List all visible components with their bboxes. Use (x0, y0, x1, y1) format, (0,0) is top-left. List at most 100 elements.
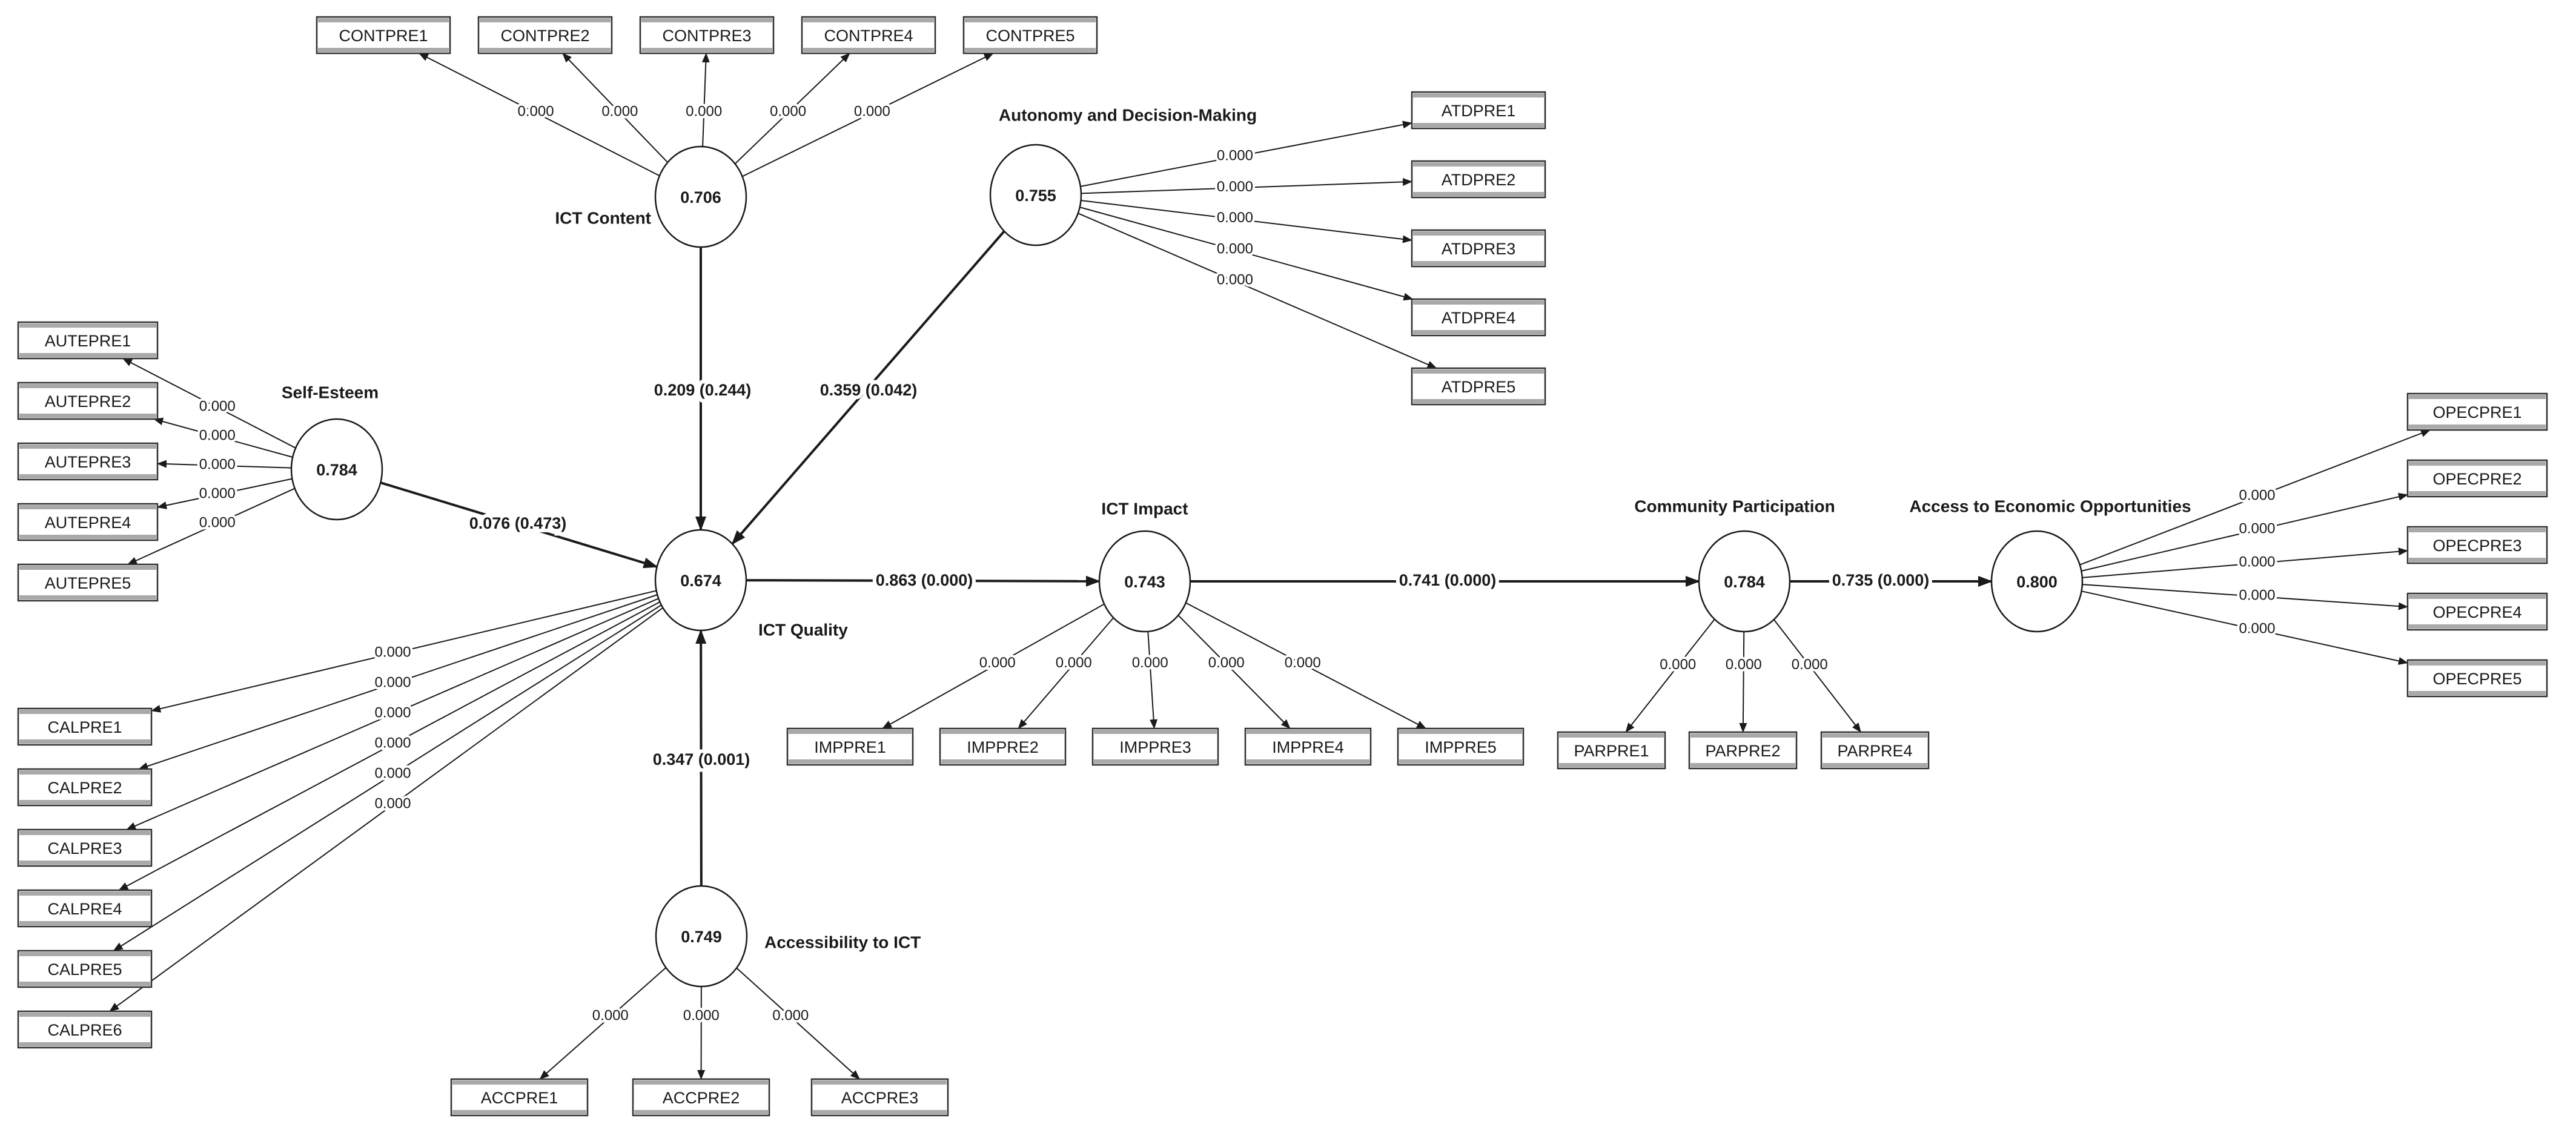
labels-layer: 0.000 0.000 0.000 0.000 0.000 0.000 0.000 0.000… (197, 101, 2278, 1026)
indicator-box-bevel-bottom (1413, 261, 1544, 265)
indicator-label: CONTPRE4 (824, 27, 913, 45)
indicator-box-bevel-top (2409, 528, 2546, 532)
loading-label-ACCPRE1: 0.000 (592, 1008, 629, 1024)
loading-arrow-ict_quality-CALPRE3 (126, 598, 659, 830)
indicator-AUTEPRE5: AUTEPRE5 (17, 563, 159, 602)
indicator-box (17, 828, 153, 867)
loading-label-PARPRE4: 0.000 (1792, 656, 1828, 673)
indicator-box (939, 727, 1067, 766)
indicator-box-bevel-bottom (19, 739, 150, 744)
indicator-box-bevel-top (1413, 231, 1544, 236)
indicator-box-bevel-bottom (1413, 399, 1544, 403)
construct-title-autonomy: Autonomy and Decision-Making (999, 106, 1257, 125)
indicator-box (17, 768, 153, 807)
indicator-box-bevel-top (452, 1080, 586, 1085)
indicator-box-bevel-bottom (2409, 425, 2546, 429)
indicator-box-bevel-bottom (1823, 763, 1927, 767)
construct-value: 0.706 (680, 188, 721, 207)
indicator-box (17, 563, 159, 602)
indicator-box-bevel-top (1690, 733, 1795, 738)
indicator-label: CALPRE2 (47, 779, 122, 797)
loading-arrow-community-PARPRE1 (1625, 618, 1715, 733)
loading-arrow-autonomy-ATDPRE3 (1081, 199, 1412, 243)
loading-label-CALPRE1: 0.000 (374, 644, 411, 661)
indicator-box-bevel-bottom (19, 474, 156, 478)
indicator-CONTPRE3: CONTPRE3 (639, 16, 775, 55)
indicator-OPECPRE4: OPECPRE4 (2406, 592, 2548, 631)
loading-arrow-ict_impact-IMPPRE3 (1147, 631, 1158, 729)
loading-label-OPECPRE4: 0.000 (2239, 587, 2275, 604)
indicator-box-bevel-top (1413, 162, 1544, 167)
indicator-box (1091, 727, 1219, 766)
loading-arrow-autonomy-ATDPRE1 (1080, 121, 1412, 187)
loading-label-PARPRE2: 0.000 (1726, 656, 1762, 673)
loading-arrow-ict_quality-CALPRE1 (151, 590, 657, 713)
indicator-CALPRE2: CALPRE2 (17, 768, 153, 807)
indicator-PARPRE2: PARPRE2 (1688, 731, 1798, 770)
indicator-AUTEPRE4: AUTEPRE4 (17, 503, 159, 541)
loading-label-PARPRE1: 0.000 (1660, 656, 1696, 673)
indicator-CONTPRE5: CONTPRE5 (962, 16, 1098, 55)
construct-ellipse (989, 144, 1082, 246)
indicator-box-bevel-bottom (1247, 759, 1369, 764)
indicator-IMPPRE1: IMPPRE1 (786, 727, 914, 766)
indicator-ATDPRE2: ATDPRE2 (1411, 160, 1546, 199)
indicator-box-bevel-top (19, 384, 156, 388)
construct-self_esteem: 0.784 (290, 418, 383, 521)
indicator-box-bevel-top (1413, 369, 1544, 374)
indicator-box-bevel-bottom (19, 921, 150, 925)
indicator-box-bevel-bottom (452, 1110, 586, 1114)
indicator-label: PARPRE2 (1705, 742, 1780, 760)
indicator-box-bevel-bottom (1413, 123, 1544, 127)
indicator-box-bevel-bottom (2409, 624, 2546, 629)
indicator-label: ATDPRE2 (1442, 171, 1516, 189)
indicator-box-bevel-top (1823, 733, 1927, 738)
indicator-box-bevel-bottom (19, 861, 150, 865)
path-coefficient-self_esteem-ict_quality: 0.076 (0.473) (469, 514, 567, 532)
construct-value: 0.674 (680, 572, 721, 590)
indicator-box (1411, 160, 1546, 199)
indicator-box-bevel-bottom (1094, 759, 1217, 764)
loading-arrow-access-OPECPRE5 (2081, 590, 2408, 665)
indicator-label: AUTEPRE2 (45, 392, 131, 411)
indicator-label: IMPPRE1 (814, 738, 886, 756)
indicator-label: OPECPRE4 (2432, 603, 2521, 621)
indicator-box-bevel-top (19, 323, 156, 328)
loading-arrow-autonomy-ATDPRE4 (1079, 207, 1414, 301)
indicator-box (810, 1078, 949, 1117)
construct-title-self_esteem: Self-Esteem (282, 383, 379, 402)
indicator-ATDPRE1: ATDPRE1 (1411, 91, 1546, 130)
indicator-label: ACCPRE2 (663, 1089, 740, 1107)
indicator-box (17, 950, 153, 988)
path-arrow-ict_quality-ict_impact (746, 575, 1101, 587)
loading-label-OPECPRE3: 0.000 (2239, 554, 2275, 570)
indicator-label: CALPRE5 (47, 960, 122, 979)
indicator-box (17, 503, 159, 541)
loading-label-CALPRE3: 0.000 (374, 705, 411, 721)
indicator-label: OPECPRE2 (2432, 470, 2521, 488)
indicator-label: ATDPRE5 (1442, 378, 1516, 396)
construct-ict_impact: 0.743 (1098, 530, 1191, 633)
loading-label-IMPPRE3: 0.000 (1132, 655, 1168, 671)
indicator-box-bevel-top (19, 710, 150, 714)
indicator-box-bevel-bottom (19, 595, 156, 600)
indicator-label: AUTEPRE1 (45, 332, 131, 350)
loading-arrow-ict_quality-CALPRE2 (138, 594, 658, 770)
indicator-label: AUTEPRE5 (45, 574, 131, 592)
indicator-box-bevel-bottom (19, 353, 156, 357)
loading-label-IMPPRE1: 0.000 (979, 655, 1016, 671)
loading-arrow-ict_content-CONTPRE4 (734, 53, 850, 165)
indicator-box (801, 16, 936, 55)
loading-label-AUTEPRE5: 0.000 (199, 514, 236, 530)
indicator-ACCPRE1: ACCPRE1 (450, 1078, 589, 1117)
indicator-box (2406, 459, 2548, 498)
loading-arrow-ict_quality-CALPRE5 (113, 604, 662, 951)
loading-label-OPECPRE5: 0.000 (2239, 621, 2275, 637)
construct-title-ict_impact: ICT Impact (1101, 500, 1188, 518)
loading-label-IMPPRE5: 0.000 (1285, 655, 1321, 671)
loading-arrow-access-OPECPRE1 (2079, 429, 2431, 566)
indicator-box (1411, 367, 1546, 406)
indicator-box (17, 321, 159, 360)
loading-label-IMPPRE4: 0.000 (1208, 655, 1245, 671)
indicator-box (450, 1078, 589, 1117)
